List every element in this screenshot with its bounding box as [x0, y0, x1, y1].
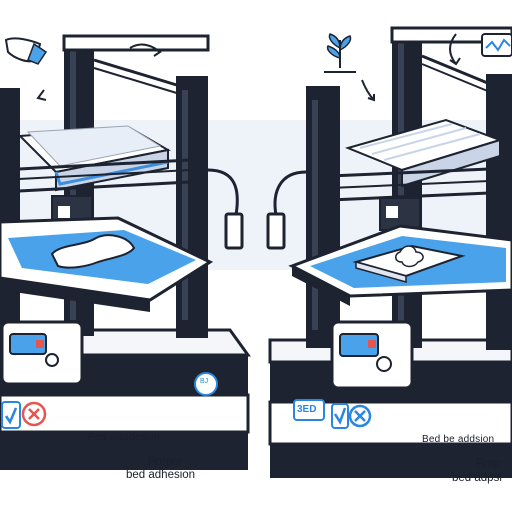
right-knob	[376, 356, 392, 372]
right-check-icon	[331, 403, 349, 429]
left-small-arrow-icon	[36, 89, 47, 101]
left-check-icon	[1, 401, 21, 429]
left-connector	[224, 212, 244, 250]
top-gantry	[62, 34, 210, 52]
right-display-badge	[293, 399, 325, 421]
right-column-right	[486, 74, 512, 350]
x-rod-1	[0, 158, 191, 172]
right-printer	[266, 26, 512, 478]
left-column-back	[0, 88, 20, 333]
right-column-left	[306, 86, 340, 348]
left-base-label: Ped alaadesion	[88, 432, 160, 443]
left-caption-line2: bed adhesion	[126, 469, 196, 481]
left-badge-icon	[194, 372, 218, 396]
right-cable	[273, 170, 307, 216]
right-arrow-icon	[449, 33, 457, 65]
left-printer	[0, 34, 251, 470]
right-caption-line2: bed adpsi	[452, 472, 502, 484]
right-caption-line1: Prop	[476, 458, 501, 470]
right-column-middle	[392, 28, 422, 348]
right-display-text: 3ED	[297, 404, 317, 415]
left-badge-text: ВЈ	[200, 378, 209, 385]
right-display	[339, 333, 379, 357]
left-caption-line1: Proper	[148, 456, 183, 468]
x-rod-2	[0, 180, 191, 194]
right-base-label: Bed be addsion	[422, 434, 495, 445]
left-cable	[207, 168, 239, 216]
right-connector	[266, 212, 286, 250]
monitor-icon	[481, 33, 512, 57]
left-knob	[45, 353, 59, 367]
right-small-arrow-icon	[361, 79, 375, 101]
left-display	[9, 333, 47, 355]
left-base-front-panel	[0, 393, 250, 434]
left-printed-part	[50, 234, 136, 269]
right-base-front-panel	[268, 400, 512, 446]
right-column	[176, 76, 208, 338]
